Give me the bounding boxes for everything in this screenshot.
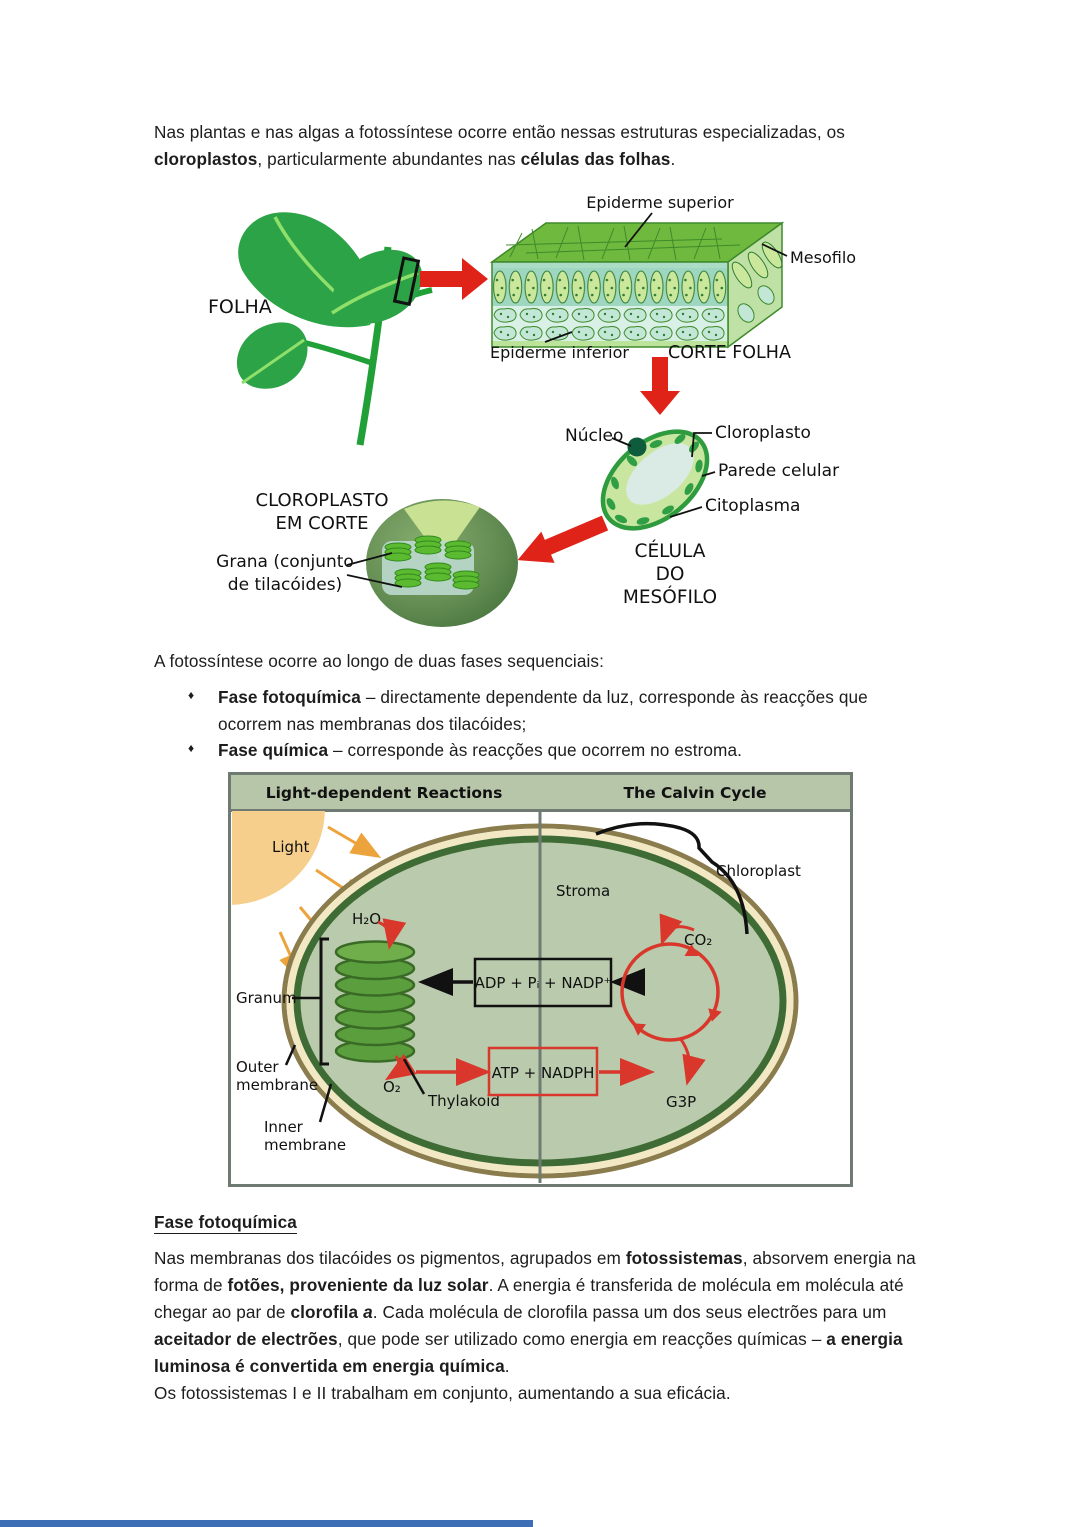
- figure2-header-band: [231, 775, 850, 809]
- nucleo-pointer: [611, 437, 632, 447]
- inner-membrane-label-line1: Inner: [264, 1118, 304, 1136]
- adp-nadp-box-label: ADP + Pᵢ + NADP⁺: [475, 974, 612, 992]
- cloroplasto-corte-caption-line2: EM CORTE: [276, 513, 369, 534]
- inner-membrane-label-line2: membrane: [264, 1136, 346, 1154]
- granum-stack: [334, 940, 416, 1063]
- calvin-cycle-arrowheads: [632, 943, 722, 1036]
- phases-intro: A fotossíntese ocorre ao longo de duas f…: [154, 651, 604, 671]
- intro-paragraph: Nas plantas e nas algas a fotossíntese o…: [154, 122, 845, 169]
- co2-label: CO₂: [684, 931, 712, 949]
- leaf-plant-illustration: [236, 212, 433, 446]
- chloroplast-sphere-illustration: [366, 499, 518, 627]
- thylakoid-label: Thylakoid: [427, 1092, 500, 1110]
- chloroplast-bracket: [595, 821, 749, 935]
- figure-light-reactions-calvin-cycle: Light-dependent Reactions The Calvin Cyc…: [228, 772, 853, 1187]
- folha-label: FOLHA: [208, 296, 272, 318]
- epiderme-superior-label: Epiderme superior: [586, 195, 734, 212]
- bullet-fase-fotoquimica-text: Fase fotoquímica – directamente dependen…: [218, 687, 868, 734]
- closing-paragraph: Os fotossistemas I e II trabalham em con…: [154, 1383, 731, 1403]
- inner-membrane-pointer: [318, 1083, 333, 1123]
- atp-nadph-box-label: ATP + NADPH: [492, 1064, 595, 1082]
- granum-label: Granum: [236, 989, 297, 1007]
- grana-pointer-2: [346, 574, 403, 588]
- citoplasma-label: Citoplasma: [705, 496, 800, 516]
- cell-chloroplasts: [606, 434, 703, 525]
- outer-membrane-label-line1: Outer: [236, 1058, 279, 1076]
- chloroplast-label: Chloroplast: [716, 862, 801, 880]
- celula-caption-line3: MESÓFILO: [623, 586, 717, 608]
- nucleus: [627, 437, 647, 457]
- bullet-fase-quimica-text: Fase química – corresponde às reacções q…: [218, 740, 743, 760]
- granum-bracket: [319, 937, 329, 1066]
- grana-label-line1: Grana (conjunto: [216, 552, 354, 572]
- o2-label: O₂: [383, 1078, 401, 1096]
- mesofilo-pointer: [761, 243, 788, 257]
- cloroplasto-corte-caption-line1: CLOROPLASTO: [256, 490, 389, 511]
- cloroplasto-pointer: [691, 432, 712, 458]
- grana-stacks: [384, 535, 480, 590]
- o2-arrow: [384, 1053, 417, 1081]
- grana-pointer-1: [346, 552, 393, 566]
- figure-leaf-to-chloroplast: FOLHA Epiderme superior Mesofilo Epiderm…: [208, 195, 856, 627]
- light-label: Light: [272, 838, 310, 856]
- grana-label-line2: de tilacóides): [228, 575, 342, 595]
- bullet-fase-quimica: ♦ Fase química – corresponde às reacções…: [188, 737, 918, 764]
- arrow-cell-to-chloroplast: [517, 515, 609, 563]
- co2-arrow: [659, 913, 695, 946]
- h2o-label: H₂O: [352, 910, 381, 928]
- epiderme-superior-pointer: [624, 212, 653, 248]
- thylakoid-pointer: [402, 1058, 426, 1095]
- epiderme-inferior-pointer: [544, 331, 573, 343]
- parede-celular-pointer: [701, 471, 716, 477]
- bullet-fase-fotoquimica: ♦ Fase fotoquímica – directamente depend…: [188, 684, 918, 738]
- epiderme-inferior-label: Epiderme inferior: [490, 343, 629, 362]
- fase-fotoquimica-paragraph: Nas membranas dos tilacóides os pigmento…: [154, 1248, 916, 1376]
- mesofilo-label: Mesofilo: [790, 248, 856, 267]
- outer-membrane-pointer: [284, 1044, 297, 1066]
- leaf-cross-section: [489, 221, 785, 349]
- mesophyll-cell-illustration: [600, 429, 710, 531]
- bottom-page-edge: [0, 1520, 533, 1527]
- corte-folha-label: CORTE FOLHA: [668, 343, 791, 363]
- magnified-region-box: [392, 256, 421, 306]
- stroma-label: Stroma: [556, 882, 610, 900]
- header-calvin-cycle: The Calvin Cycle: [623, 784, 766, 802]
- g3p-arrow: [678, 1037, 706, 1086]
- outer-membrane-label-line2: membrane: [236, 1076, 318, 1094]
- celula-caption-line1: CÉLULA: [635, 540, 706, 562]
- sun-illustration: [232, 811, 325, 905]
- arrow-leaf-to-section: [420, 258, 488, 300]
- bullet-diamond-icon: ♦: [188, 688, 195, 702]
- bullet-diamond-icon: ♦: [188, 741, 195, 755]
- g3p-label: G3P: [666, 1093, 696, 1111]
- arrow-section-to-cell: [640, 357, 680, 415]
- citoplasma-pointer: [669, 506, 703, 518]
- header-light-dependent-reactions: Light-dependent Reactions: [266, 784, 503, 802]
- cloroplasto-label: Cloroplasto: [715, 423, 811, 443]
- h2o-arrow: [377, 918, 407, 950]
- section-heading: Fase fotoquímica: [154, 1212, 297, 1234]
- nucleo-label: Núcleo: [565, 426, 623, 446]
- parede-celular-label: Parede celular: [718, 461, 839, 481]
- celula-caption-line2: DO: [656, 564, 685, 585]
